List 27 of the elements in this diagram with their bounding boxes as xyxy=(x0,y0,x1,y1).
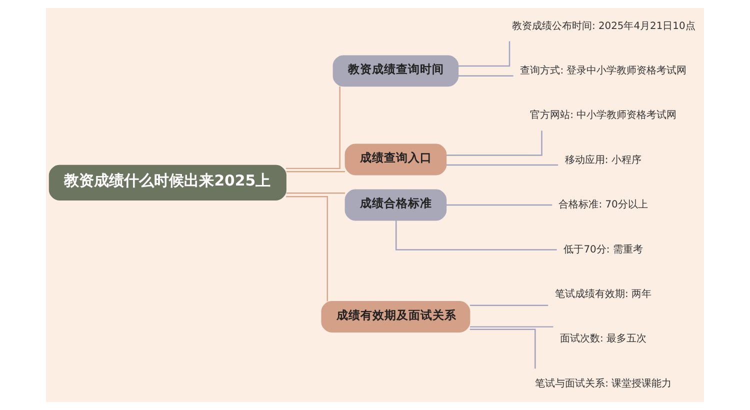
node-text: 教资成绩公布时间: 2025年4月21日10点 xyxy=(512,20,696,32)
node-text: 官方网站: 中小学教师资格考试网 xyxy=(530,110,677,122)
node-text: 笔试成绩有效期: 两年 xyxy=(555,288,652,300)
node-text: 面试次数: 最多五次 xyxy=(560,334,646,345)
connector xyxy=(286,192,346,194)
connector xyxy=(286,171,346,172)
node-text: 低于70分: 需重考 xyxy=(564,244,643,256)
node-box: 教资成绩查询时间 xyxy=(332,55,459,87)
node-text: 查询方式: 登录中小学教师资格考试网 xyxy=(520,65,687,76)
connector xyxy=(446,130,542,156)
node-text: 合格标准: 70分以上 xyxy=(558,200,648,211)
node-box: 教资成绩什么时候出来2025上 xyxy=(48,164,286,200)
connector xyxy=(458,41,510,67)
connector xyxy=(470,328,536,369)
connector xyxy=(395,220,557,250)
connector xyxy=(446,204,552,206)
node-box: 成绩查询入口 xyxy=(344,144,447,176)
connector xyxy=(458,75,514,76)
connector xyxy=(286,196,328,302)
connector xyxy=(446,164,558,166)
node-text: 笔试与面试关系: 课堂授课能力 xyxy=(535,378,672,390)
connector xyxy=(286,86,340,170)
connector xyxy=(470,304,548,306)
node-box: 成绩合格标准 xyxy=(344,189,447,221)
node-text: 移动应用: 小程序 xyxy=(564,154,642,166)
node-box: 成绩有效期及面试关系 xyxy=(321,301,470,332)
connector xyxy=(470,326,554,328)
